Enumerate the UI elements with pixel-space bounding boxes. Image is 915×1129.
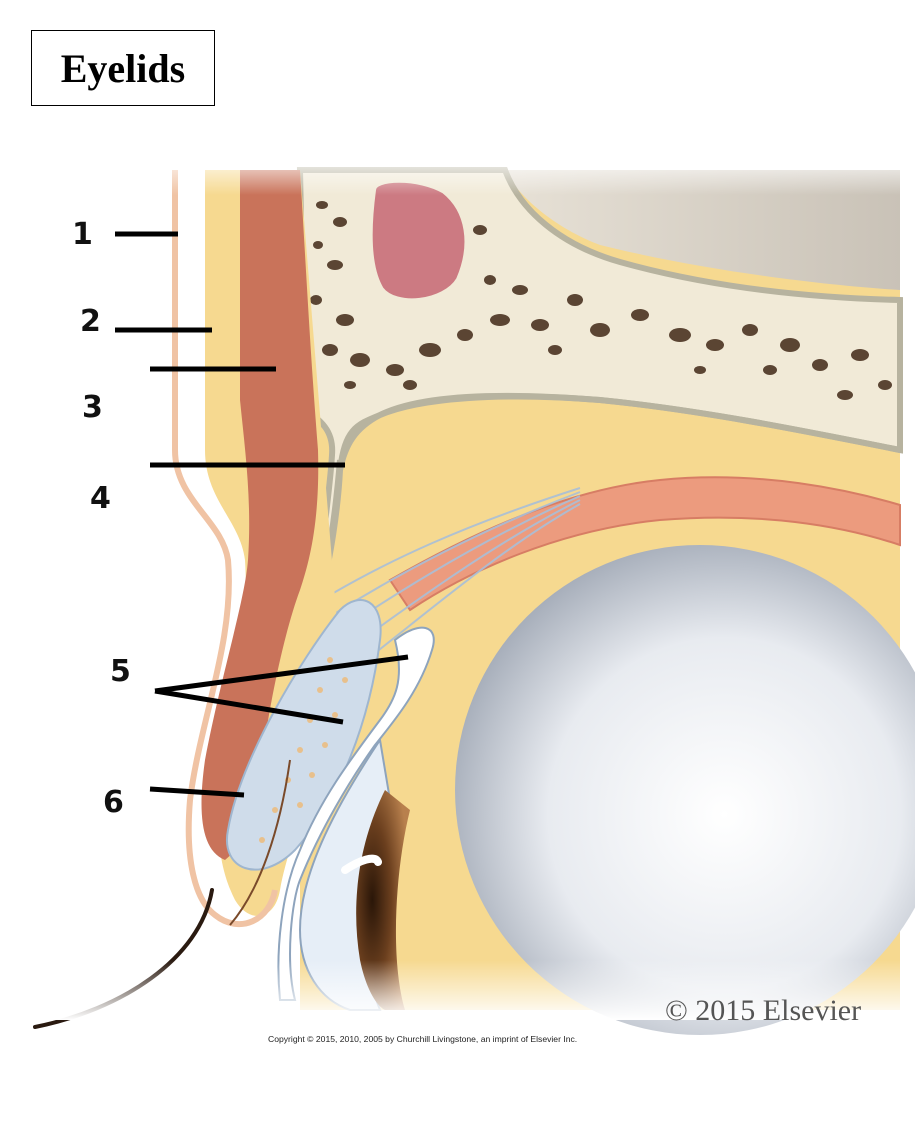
- label-3: 3: [82, 393, 103, 423]
- copyright-notice: Copyright © 2015, 2010, 2005 by Churchil…: [268, 1034, 658, 1044]
- copyright-mark: © 2015 Elsevier: [665, 994, 861, 1028]
- label-6: 6: [103, 788, 124, 818]
- label-2: 2: [80, 307, 101, 337]
- label-1: 1: [72, 220, 93, 250]
- label-5: 5: [110, 657, 131, 687]
- frontal-sinus: [369, 179, 469, 303]
- label-4: 4: [90, 484, 111, 514]
